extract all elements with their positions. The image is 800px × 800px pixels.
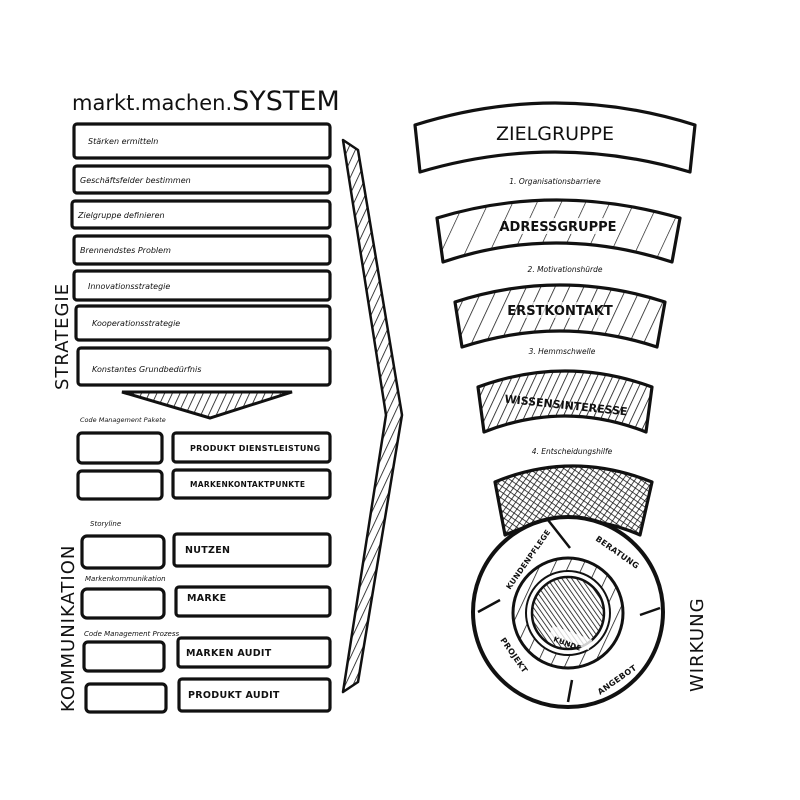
group-heading: Storyline bbox=[90, 520, 121, 528]
barrier-label: 2. Motivationshürde bbox=[528, 265, 603, 274]
diagram-title: markt.machen.SYSTEM bbox=[72, 86, 340, 117]
svg-text:Brennendstes Problem: Brennendstes Problem bbox=[80, 246, 171, 255]
section-label-wirkung: WIRKUNG bbox=[687, 597, 708, 692]
customer-cycle: KUNDENPFLEGE BERATUNG ANGEBOT PROJEKT KU… bbox=[471, 515, 665, 709]
strategy-step: Konstantes Grundbedürfnis bbox=[76, 346, 332, 387]
funnel-band-zielgruppe: ZIELGRUPPE bbox=[413, 101, 697, 174]
comm-item: PRODUKT DIENSTLEISTUNG bbox=[190, 444, 321, 453]
svg-text:Kooperationsstrategie: Kooperationsstrategie bbox=[92, 319, 180, 328]
funnel-band-wissensinteresse: WISSENSINTERESSE bbox=[476, 369, 654, 434]
svg-text:Stärken ermitteln: Stärken ermitteln bbox=[88, 137, 158, 146]
strategy-step: Innovationsstrategie bbox=[72, 269, 332, 302]
strategy-step: Stärken ermitteln bbox=[72, 122, 332, 160]
comm-item: MARKEN AUDIT bbox=[186, 648, 272, 659]
strategy-steps: Stärken ermitteln Geschäftsfelder bestim… bbox=[70, 122, 332, 387]
comm-item: NUTZEN bbox=[185, 545, 230, 556]
comm-item: MARKE bbox=[187, 593, 226, 604]
svg-text:Konstantes Grundbedürfnis: Konstantes Grundbedürfnis bbox=[92, 365, 201, 374]
strategy-step: Geschäftsfelder bestimmen bbox=[72, 164, 332, 195]
funnel-band-erstkontakt: ERSTKONTAKT bbox=[453, 283, 667, 349]
svg-text:ERSTKONTAKT: ERSTKONTAKT bbox=[507, 304, 613, 319]
section-label-strategie: STRATEGIE bbox=[52, 283, 73, 390]
funnel: ZIELGRUPPE 1. Organisationsbarriere ADRE… bbox=[413, 101, 697, 537]
down-arrow bbox=[121, 390, 293, 420]
svg-text:Innovationsstrategie: Innovationsstrategie bbox=[88, 282, 170, 291]
strategy-step: Brennendstes Problem bbox=[72, 234, 332, 266]
svg-text:ZIELGRUPPE: ZIELGRUPPE bbox=[496, 123, 614, 145]
strategy-step: Zielgruppe definieren bbox=[70, 199, 332, 230]
svg-text:ADRESSGRUPPE: ADRESSGRUPPE bbox=[499, 220, 616, 235]
section-label-kommunikation: KOMMUNIKATION bbox=[58, 545, 79, 712]
barrier-label: 3. Hemmschwelle bbox=[529, 347, 596, 356]
barrier-label: 1. Organisationsbarriere bbox=[509, 177, 601, 186]
funnel-band-adressgruppe: ADRESSGRUPPE bbox=[435, 198, 682, 264]
group-heading: Markenkommunikation bbox=[85, 575, 166, 583]
comm-item: PRODUKT AUDIT bbox=[188, 690, 280, 701]
chevron-arrow bbox=[341, 138, 404, 694]
communication-blocks: Code Management Pakete PRODUKT DIENSTLEI… bbox=[76, 416, 332, 714]
group-heading: Code Management Prozess bbox=[84, 630, 179, 638]
svg-text:Geschäftsfelder bestimmen: Geschäftsfelder bestimmen bbox=[80, 176, 191, 185]
comm-item: MARKENKONTAKTPUNKTE bbox=[190, 480, 305, 489]
group-heading: Code Management Pakete bbox=[80, 416, 166, 424]
strategy-step: Kooperationsstrategie bbox=[74, 304, 332, 342]
barrier-label: 4. Entscheidungshilfe bbox=[532, 447, 613, 456]
svg-text:Zielgruppe definieren: Zielgruppe definieren bbox=[77, 211, 165, 220]
